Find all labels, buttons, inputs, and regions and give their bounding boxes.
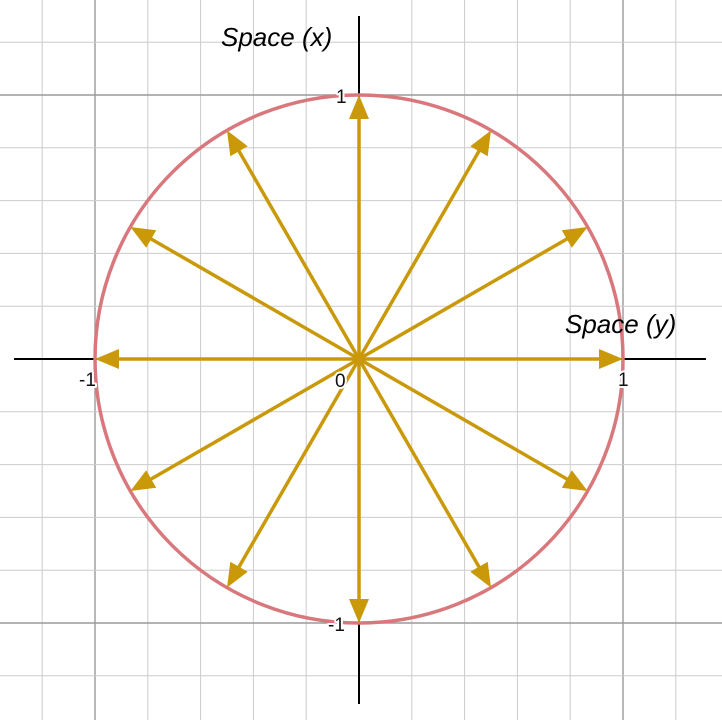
vector-arrow-150 <box>130 227 361 361</box>
x-positive-tick-label: 1 <box>618 370 629 391</box>
vector-arrow-180 <box>95 349 361 369</box>
arrowhead-icon <box>470 561 491 588</box>
vector-arrow-30 <box>357 227 588 361</box>
arrowhead-icon <box>349 599 369 623</box>
vector-arrow-240 <box>227 357 361 588</box>
y-positive-tick-label: 1 <box>336 87 347 108</box>
origin-tick-label: 0 <box>335 371 346 392</box>
vector-shaft <box>357 147 482 361</box>
vertical-axis-title: Space (x) <box>221 22 332 52</box>
vector-arrow-60 <box>357 130 491 361</box>
x-negative-tick-label: -1 <box>79 370 96 391</box>
vector-arrow-300 <box>357 357 491 588</box>
horizontal-axis-title: Space (y) <box>565 309 676 339</box>
vector-shaft <box>357 357 571 482</box>
vector-arrow-330 <box>357 357 588 491</box>
arrowhead-icon <box>227 130 248 157</box>
vectors <box>95 95 623 623</box>
vector-arrow-0 <box>357 349 623 369</box>
vector-arrow-270 <box>349 357 369 623</box>
arrowhead-icon <box>561 470 588 491</box>
arrowhead-icon <box>561 227 588 248</box>
vector-arrow-90 <box>349 95 369 361</box>
arrowhead-icon <box>227 561 248 588</box>
vector-shaft <box>147 357 361 482</box>
arrowhead-icon <box>470 130 491 157</box>
arrowhead-icon <box>599 349 623 369</box>
labels: Space (y) Space (x) 0 1 -1 1 -1 <box>77 22 676 638</box>
vector-shaft <box>236 147 361 361</box>
vector-shaft <box>357 357 482 571</box>
y-negative-tick-label: -1 <box>328 615 345 636</box>
vector-shaft <box>236 357 361 571</box>
vector-shaft <box>357 236 571 361</box>
vector-arrow-210 <box>130 357 361 491</box>
arrowhead-icon <box>130 227 157 248</box>
arrowhead-icon <box>349 95 369 119</box>
vector-arrow-120 <box>227 130 361 361</box>
arrowhead-icon <box>95 349 119 369</box>
arrowhead-icon <box>130 470 157 491</box>
vector-shaft <box>147 236 361 361</box>
